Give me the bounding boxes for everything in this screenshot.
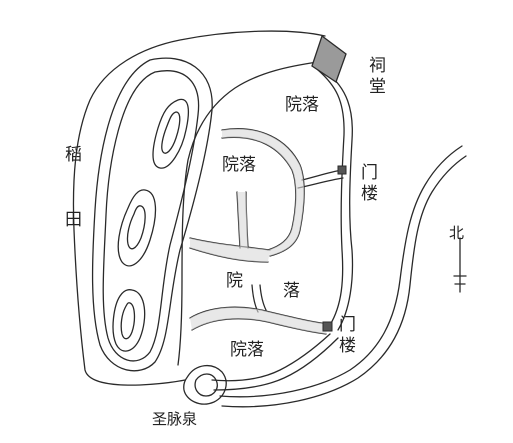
main-lane-right [325,71,354,331]
paddy-pond-bot-inner [120,302,136,340]
paddy-pond-mid-inner [126,205,146,250]
main-lane-left [317,69,345,326]
village-inner-boundary [177,61,319,366]
paddy-pond-top [152,98,190,169]
village-boundary [72,30,326,386]
spring-pool [183,365,227,405]
lower-spur-b [259,284,267,311]
ancestral-hall-label: 祠堂 [365,56,385,98]
spring-lane-a [211,333,331,382]
paddy-ring-second [102,70,200,362]
courtyard-label-1: 院落 [285,95,319,115]
courtyard-label-3: 院落 [230,340,264,360]
gate-tower-label-1: 门楼 [357,163,377,205]
paddy-ring-outer [91,57,213,372]
ancestral-hall-block [311,34,347,84]
stream-bank-b [221,155,467,408]
spring-label: 圣脉泉 [152,410,198,428]
paddy-field-label: 稻田 [61,145,81,275]
paddy-pond-mid [117,189,157,267]
gate-marker-upper [337,165,347,175]
upper-branch-c [301,169,343,181]
north-label: 北 [449,224,465,242]
courtyard-label-4a: 院 [226,271,243,291]
gate-tower-label-2: 门楼 [335,315,355,357]
gate-marker-lower [322,321,333,332]
spring-pool-inner [194,373,218,397]
paddy-pond-bot [112,289,146,352]
courtyard-label-2: 院落 [222,155,256,175]
spring-lane-b [213,337,339,391]
courtyard-label-4b: 落 [283,281,300,301]
paddy-pond-top-inner [161,111,181,154]
stream-bank-a [219,145,463,398]
